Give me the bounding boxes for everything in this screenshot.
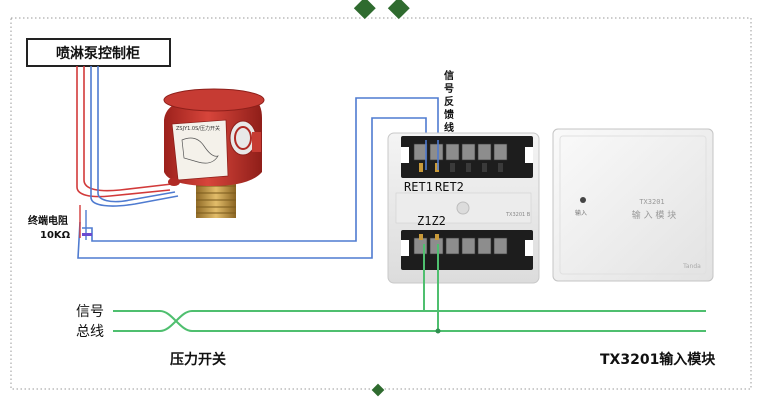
bottom-diamond-icon	[370, 382, 386, 398]
pressure-switch-caption: 压力开关	[170, 351, 226, 368]
module-led-indicator	[580, 197, 586, 203]
input-module-unit: 输入 TX3201 输 入 模 块 Tanda	[552, 128, 714, 282]
module-brand-text: Tanda	[682, 263, 701, 270]
base-tag-text: TX3201 B	[505, 212, 531, 218]
z1z2-label: Z1Z2	[417, 214, 446, 228]
module-caption: TX3201输入模块	[600, 351, 716, 368]
bus-junction-dot	[435, 328, 441, 334]
module-name-text: 输 入 模 块	[632, 209, 677, 221]
pressure-switch-device: ZSJY1.0S/压力开关	[163, 88, 265, 218]
ret2-label: RET2	[435, 180, 464, 194]
svg-text:馈: 馈	[443, 108, 454, 121]
upper-terminal-block	[401, 136, 533, 178]
svg-text:反: 反	[444, 95, 454, 108]
feedback-wire-ends	[425, 140, 439, 170]
feedback-line-label: 信 号 反 馈 线	[443, 69, 454, 134]
module-input-text: 输入	[575, 209, 587, 217]
bus-signal-label: 信号	[76, 304, 104, 320]
blue-wires	[77, 66, 439, 259]
terminal-resistor-label-2: 10KΩ	[40, 230, 71, 241]
svg-text:线: 线	[444, 121, 454, 134]
control-cabinet-box: 喷淋泵控制柜	[26, 38, 171, 67]
svg-text:信: 信	[444, 69, 454, 82]
terminal-resistor-label-1: 终端电阻	[28, 214, 68, 227]
svg-text:号: 号	[444, 83, 454, 95]
ret1-label: RET1	[404, 180, 433, 194]
red-wires	[76, 66, 173, 198]
top-diamond-icons	[351, 0, 412, 22]
module-base: TX3201 B	[387, 132, 540, 284]
control-cabinet-label: 喷淋泵控制柜	[56, 45, 140, 62]
switch-plate-text: ZSJY1.0S/压力开关	[176, 125, 220, 132]
module-model-text: TX3201	[639, 198, 664, 206]
terminal-resistor-wires	[79, 205, 92, 240]
bus-lines	[113, 244, 706, 332]
bus-total-label: 总线	[76, 324, 104, 340]
lower-terminal-block	[401, 230, 533, 270]
